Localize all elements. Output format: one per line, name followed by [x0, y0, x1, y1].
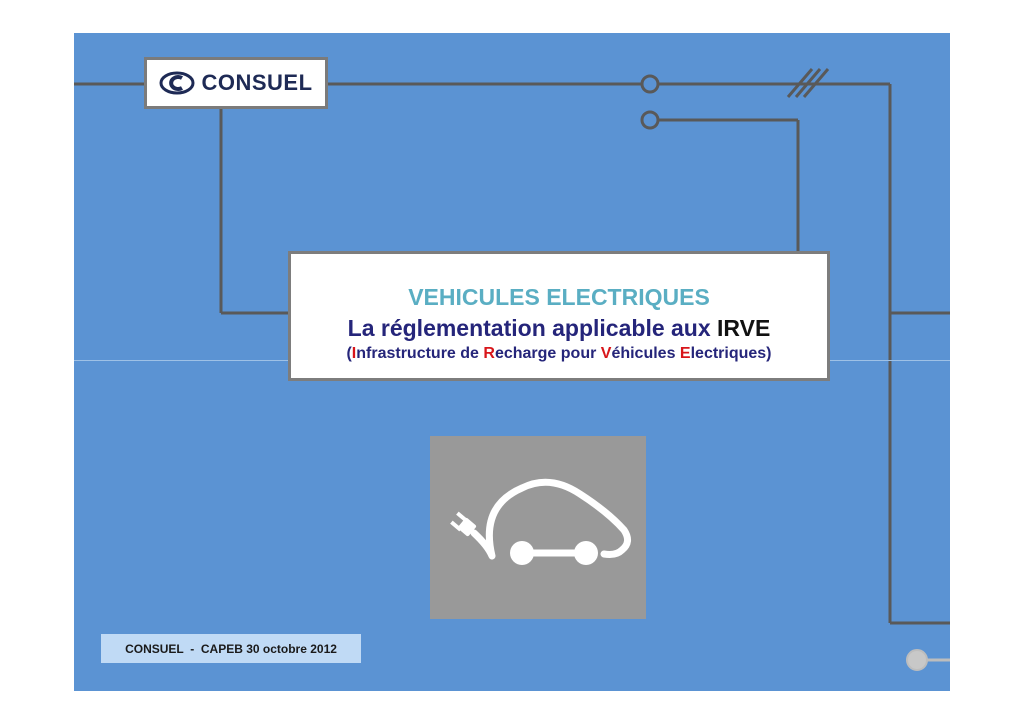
title-3-initial: R [483, 345, 495, 362]
title-acronym: IRVE [717, 315, 771, 341]
consuel-c-logo-icon [159, 71, 195, 95]
circuit-slash [786, 68, 814, 98]
title-line-2-text: La réglementation applicable aux [347, 315, 718, 341]
electric-vehicle-charging-icon [450, 478, 631, 565]
title-3-initial: E [679, 345, 691, 362]
title-3-part: éhicules [611, 345, 680, 362]
ev-icon-panel [430, 436, 646, 619]
slide: CONSUEL VEHICULES ELECTRIQUES La régleme… [74, 33, 950, 691]
terminal-circle [640, 110, 660, 130]
title-line-1: VEHICULES ELECTRIQUES [408, 284, 710, 310]
consuel-logo: CONSUEL [144, 57, 328, 109]
circuit-diagram [74, 68, 950, 671]
title-3-part: lectriques) [690, 345, 772, 362]
title-3-initial: V [600, 345, 612, 362]
title-3-part: echarge pour [494, 345, 601, 362]
title-3-part: nfrastructure de [356, 345, 484, 362]
title-box: VEHICULES ELECTRIQUES La réglementation … [288, 251, 830, 381]
footer-label: CONSUEL - CAPEB 30 octobre 2012 [101, 634, 361, 663]
title-line-2: La réglementation applicable aux IRVE [291, 315, 827, 342]
footer-text: CONSUEL - CAPEB 30 octobre 2012 [125, 641, 337, 656]
logo-text: CONSUEL [201, 70, 313, 95]
title-3-initial: I [351, 345, 357, 362]
circuit-slash [794, 68, 822, 98]
terminal-dot [906, 649, 928, 671]
circuit-slash [802, 68, 830, 98]
terminal-circle [640, 74, 660, 94]
title-3-part: ( [346, 345, 352, 362]
title-line-3: (Infrastructure de Recharge pour Véhicul… [291, 345, 827, 363]
